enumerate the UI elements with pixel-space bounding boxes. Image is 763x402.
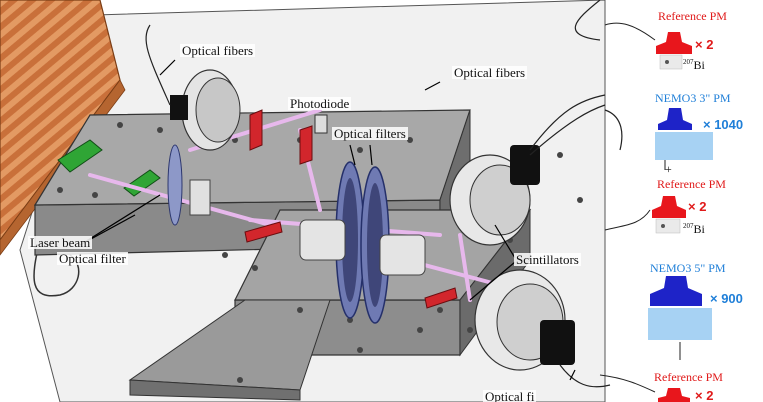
ref-pm-2-label: Reference PM	[657, 177, 726, 191]
scint-block-3in	[655, 132, 713, 160]
ref-pm-2-source: 207Bi	[683, 222, 705, 236]
label-laser-beam: Laser beam	[28, 235, 93, 250]
red-filter-1	[249, 109, 263, 151]
red-filter-4	[424, 287, 458, 309]
bi-source-2	[655, 218, 681, 234]
red-filter-2	[299, 125, 313, 165]
ref-pm-1-count: × 2	[695, 37, 714, 52]
ref-pm-1-icon	[656, 32, 692, 54]
label-photodiode: Photodiode	[288, 96, 352, 111]
nemo3-3in-label: NEMO3 3" PM	[655, 91, 731, 105]
nemo3-5in-icon	[650, 276, 702, 306]
nemo3-5in-label: NEMO3 5" PM	[650, 261, 726, 275]
pm-panel	[599, 22, 713, 402]
label-optical-fibers-top: Optical fibers	[180, 43, 256, 58]
red-filter-3	[244, 221, 283, 243]
scint-block-5in	[648, 308, 712, 340]
lens-tube	[299, 219, 346, 261]
ref-pm-2-count: × 2	[688, 199, 707, 214]
label-optical-filters: Optical filters	[332, 126, 408, 141]
laser-board-1	[57, 139, 103, 173]
filter-disc-left	[167, 144, 183, 226]
label-optical-fibers-right: Optical fibers	[452, 65, 528, 80]
plus-sign: +	[665, 162, 672, 176]
photodiode	[314, 114, 328, 134]
nemo3-3in-count: × 1040	[703, 117, 744, 132]
bi-source-1	[659, 54, 683, 70]
ref-pm-1-source: 207Bi	[683, 58, 705, 72]
laser-board-2	[123, 169, 161, 197]
label-optical-filter: Optical filter	[57, 251, 128, 266]
ref-pm-3-count: × 2	[695, 388, 714, 402]
nemo3-5in-count: × 900	[710, 291, 743, 306]
label-scintillators: Scintillators	[514, 252, 581, 267]
ref-pm-3-icon	[658, 388, 690, 402]
ref-pm-3-label: Reference PM	[654, 370, 723, 384]
ref-pm-2-icon	[652, 196, 686, 218]
ref-pm-1-label: Reference PM	[658, 9, 727, 23]
label-optical-fibers-bottom: Optical fi	[483, 389, 537, 402]
cable-loop	[33, 239, 80, 297]
nemo3-3in-icon	[658, 108, 692, 130]
